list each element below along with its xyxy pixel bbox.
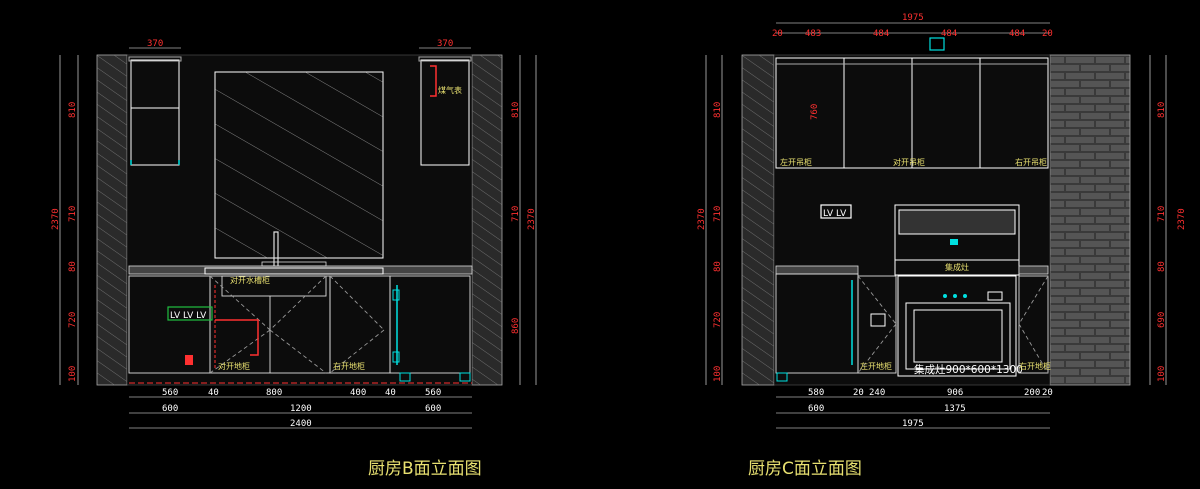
dim-c-top-3: 484 <box>873 29 889 39</box>
dim-b-left-2: 710 <box>68 206 78 222</box>
integrated-stove <box>894 204 1020 377</box>
faucet <box>273 231 279 266</box>
countertop-c <box>775 265 859 275</box>
dim-b-bot-3: 2400 <box>290 419 312 429</box>
dim-b-left-4: 720 <box>68 312 78 328</box>
dim-b-bot-1a: 560 <box>162 388 178 398</box>
dim-b-right-3: 860 <box>511 318 521 334</box>
sink-cabinet-label: 对开水槽柜 <box>230 275 270 285</box>
dim-b-left-1: 810 <box>68 102 78 118</box>
dim-c-right-1: 810 <box>1157 102 1167 118</box>
double-base-label-b: 对开地柜 <box>218 361 250 371</box>
left-base-label-c: 左开地柜 <box>860 361 892 371</box>
dim-b-left-3: 80 <box>68 261 78 272</box>
dim-c-left-5: 100 <box>713 366 723 382</box>
dim-b-top-left: 370 <box>147 39 163 49</box>
socket-b-text: LV LV LV <box>170 311 207 321</box>
dim-c-right-5: 100 <box>1157 366 1167 382</box>
dim-c-bot-1a: 580 <box>808 388 824 398</box>
dim-b-bot-1e: 40 <box>385 388 396 398</box>
socket-b <box>167 306 213 321</box>
dim-c-left-3: 80 <box>713 261 723 272</box>
dim-b-bot-2c: 600 <box>425 404 441 414</box>
right-wall-cab-label: 右开吊柜 <box>1015 157 1047 167</box>
dim-b-top-right: 370 <box>437 39 453 49</box>
right-base-label-c: 右开地柜 <box>1019 361 1051 371</box>
dim-b-bot-2a: 600 <box>162 404 178 414</box>
dim-c-left-2: 710 <box>713 206 723 222</box>
dim-c-right-3: 80 <box>1157 261 1167 272</box>
wall-cabinet-right-b <box>418 56 472 166</box>
dim-c-bot-2a: 600 <box>808 404 824 414</box>
dim-b-bot-1d: 400 <box>350 388 366 398</box>
dim-c-top-5: 484 <box>1009 29 1025 39</box>
dim-b-right-2: 710 <box>511 206 521 222</box>
socket-c <box>820 204 852 219</box>
dim-c-top-total: 1975 <box>902 13 924 23</box>
dim-b-bot-1c: 800 <box>266 388 282 398</box>
dim-c-right-4: 690 <box>1157 312 1167 328</box>
integrated-stove-label: 集成灶 <box>945 262 969 272</box>
dim-c-bot-1b: 20 <box>853 388 864 398</box>
dim-c-top-6: 20 <box>1042 29 1053 39</box>
inner-dim-760: 760 <box>810 104 820 120</box>
dim-c-bot-1c: 240 <box>869 388 885 398</box>
gas-meter-label: 煤气表 <box>438 85 462 95</box>
elevation-b: 煤气表 <box>51 39 537 479</box>
right-brick-wall-c <box>1049 54 1131 386</box>
countertop-b <box>128 265 473 275</box>
dim-c-top-2: 483 <box>805 29 821 39</box>
dim-c-bot-3: 1975 <box>902 419 924 429</box>
dim-c-top-1: 20 <box>772 29 783 39</box>
left-wall-cab-label: 左开吊柜 <box>780 157 812 167</box>
dim-c-left-total: 2370 <box>697 208 707 230</box>
double-wall-cab-label: 对开吊柜 <box>893 157 925 167</box>
elevation-c: 760 左开吊柜 对开吊柜 右开吊柜 LV LV 集成灶 集成灶900*600*… <box>697 13 1187 479</box>
dim-c-left-4: 720 <box>713 312 723 328</box>
dim-c-bot-1d: 906 <box>947 388 963 398</box>
dim-b-bot-1b: 40 <box>208 388 219 398</box>
dim-b-bot-1f: 560 <box>425 388 441 398</box>
right-base-label-b: 右开地柜 <box>333 361 365 371</box>
socket-c-text: LV LV <box>823 209 847 219</box>
dim-b-left-5: 100 <box>68 366 78 382</box>
dim-b-left-total: 2370 <box>51 208 61 230</box>
dim-c-left-1: 810 <box>713 102 723 118</box>
wall-cabinet-left-b <box>128 56 182 166</box>
stove-spec-label: 集成灶900*600*1300 <box>914 363 1023 376</box>
dim-c-right-total: 2370 <box>1177 208 1187 230</box>
dim-b-right-1: 810 <box>511 102 521 118</box>
wall-cabinets-c <box>775 57 1049 169</box>
title-elevation-c: 厨房C面立面图 <box>748 459 862 479</box>
dim-c-bot-1e: 200 <box>1024 388 1040 398</box>
dim-b-right-total: 2370 <box>527 208 537 230</box>
base-cabinets-c <box>775 273 1049 374</box>
dim-b-bot-2b: 1200 <box>290 404 312 414</box>
dim-c-bot-1f: 20 <box>1042 388 1053 398</box>
dim-c-bot-2b: 1375 <box>944 404 966 414</box>
base-cabinets-b <box>128 275 471 374</box>
title-elevation-b: 厨房B面立面图 <box>368 459 482 479</box>
dim-c-right-2: 710 <box>1157 206 1167 222</box>
dim-c-top-4: 484 <box>941 29 957 39</box>
